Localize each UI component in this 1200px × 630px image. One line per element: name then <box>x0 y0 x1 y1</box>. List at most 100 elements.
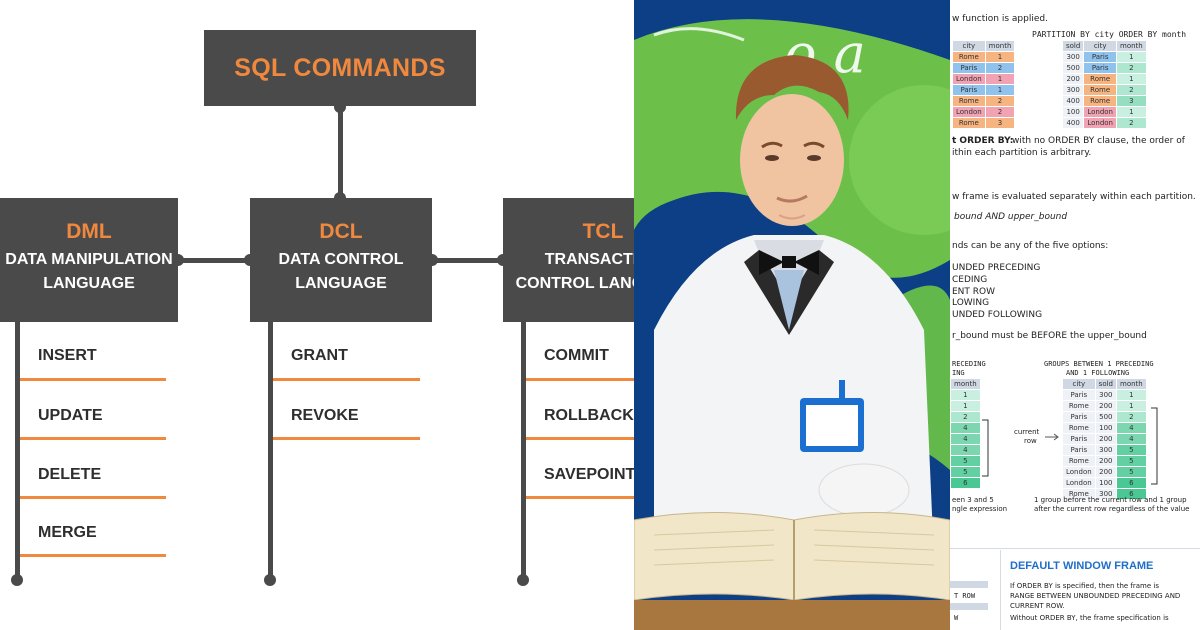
range-bracket <box>982 419 989 477</box>
table-header: city <box>1084 41 1116 51</box>
bounds-intro: nds can be any of the five options: <box>952 241 1109 251</box>
preceding-caption-line2: ING <box>952 369 965 377</box>
table-cell: London <box>1084 118 1116 128</box>
table-cell: 500 <box>1063 63 1084 73</box>
table-cell: 500 <box>1095 412 1116 422</box>
table-cell: 300 <box>1095 390 1116 400</box>
table-cell: 200 <box>1095 401 1116 411</box>
table-cell: 4 <box>951 445 980 455</box>
groups-note: 1 group before the current row and 1 gro… <box>1034 496 1187 504</box>
table-row: 1 <box>951 390 980 400</box>
command-underline <box>526 378 634 381</box>
table-cell: Rome <box>953 52 985 62</box>
dml-subtitle-line2: LANGUAGE <box>43 275 135 292</box>
table-cell: 3 <box>985 118 1015 128</box>
table-cell: 3 <box>1117 96 1146 106</box>
dml-box: DML DATA MANIPULATION LANGUAGE <box>0 198 178 322</box>
table-cell: 2 <box>1117 412 1146 422</box>
table-cell: 1 <box>951 401 980 411</box>
table-cell: 6 <box>951 478 980 488</box>
command-commit: COMMIT <box>544 347 609 364</box>
table-cell: 100 <box>1063 107 1084 117</box>
groups-bracket <box>1151 407 1158 485</box>
command-underline <box>20 378 166 381</box>
table-cell: 5 <box>951 456 980 466</box>
table-cell: 4 <box>951 423 980 433</box>
table-cell: 1 <box>985 52 1015 62</box>
default-frame-text: RANGE BETWEEN UNBOUNDED PRECEDING AND <box>1010 592 1181 600</box>
table-cell: 1 <box>985 85 1015 95</box>
dcl-subtitle-line1: DATA CONTROL <box>278 251 404 268</box>
dml-dcl-connector <box>178 258 250 263</box>
current-row-label: current <box>1014 428 1040 436</box>
dml-subtitle-line1: DATA MANIPULATION <box>5 251 173 268</box>
table-header: city <box>1063 379 1095 389</box>
table-cell: 6 <box>1117 478 1146 488</box>
table-cell: 1 <box>1117 107 1146 117</box>
tcl-title: TCL <box>582 220 624 243</box>
bound-syntax: bound AND upper_bound <box>954 212 1068 222</box>
table-header: month <box>985 41 1015 51</box>
side-frame-text: T ROW <box>954 592 976 600</box>
dml-stem <box>15 322 20 580</box>
table-cell: 4 <box>951 434 980 444</box>
command-underline <box>526 496 634 499</box>
frame-note: w frame is evaluated separately within e… <box>952 192 1196 202</box>
preceding-caption: RECEDING <box>952 360 986 368</box>
table-header: sold <box>1063 41 1084 51</box>
table-cell: 5 <box>1117 467 1146 477</box>
range-note-line2: ngle expression <box>952 505 1008 513</box>
tcl-stem-end-dot <box>517 574 529 586</box>
table-cell: 1 <box>985 74 1015 84</box>
table-cell: 200 <box>1095 456 1116 466</box>
table-cell: Paris <box>1063 412 1095 422</box>
table-cell: Rome <box>1084 85 1116 95</box>
table-header: sold <box>1095 379 1116 389</box>
table-cell: 100 <box>1095 423 1116 433</box>
table-cell: 4 <box>1117 434 1146 444</box>
sql-commands-diagram: SQL COMMANDS DML DATA MANIPULATION LANGU… <box>0 30 634 586</box>
command-underline <box>20 437 166 440</box>
table-cell: 300 <box>1095 489 1116 499</box>
command-update: UPDATE <box>38 407 103 424</box>
highlight-bar <box>950 581 988 588</box>
table-cell: 2 <box>951 412 980 422</box>
table-cell: 1 <box>1117 401 1146 411</box>
table-cell: Paris <box>1084 52 1116 62</box>
table-cell: 200 <box>1063 74 1084 84</box>
command-underline <box>526 437 634 440</box>
table-cell: 1 <box>1117 52 1146 62</box>
root-connector <box>338 106 343 198</box>
table-row: 4 <box>951 434 980 444</box>
bound-option: LOWING <box>952 298 990 308</box>
doc-line-function-applied: w function is applied. <box>952 14 1048 24</box>
dcl-box: DCL DATA CONTROL LANGUAGE <box>250 198 432 322</box>
table-cell: 2 <box>1117 85 1146 95</box>
table-row: 6 <box>951 478 980 488</box>
table-header: month <box>1117 379 1146 389</box>
bound-option: ENT ROW <box>952 287 996 297</box>
command-insert: INSERT <box>38 347 97 364</box>
table-cell: Rome <box>1084 74 1116 84</box>
scientist-illustration: o a <box>634 0 950 630</box>
table-cell: Rome <box>953 118 985 128</box>
bound-option: UNDED PRECEDING <box>952 263 1041 273</box>
root-title: SQL COMMANDS <box>234 53 446 82</box>
